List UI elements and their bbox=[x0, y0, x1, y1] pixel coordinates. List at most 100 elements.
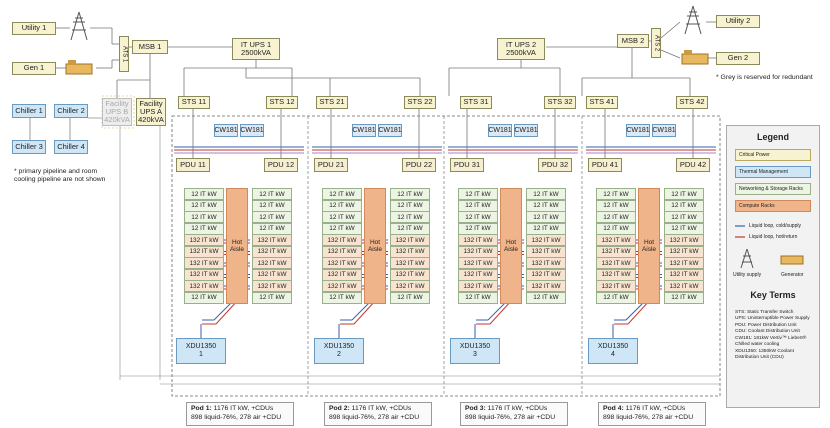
rack-right: 132 IT kW bbox=[526, 234, 566, 246]
legend-generator-label: Generator bbox=[781, 272, 804, 278]
pdu-box: PDU 22 bbox=[402, 158, 436, 172]
hot-aisle-label-2: Aisle bbox=[641, 246, 657, 253]
cw181-unit: CW181 bbox=[626, 124, 650, 137]
legend-cold-line: Liquid loop, cold/supply bbox=[749, 223, 801, 229]
xdu-number: 1 bbox=[199, 351, 203, 358]
pods-dashed-boundary bbox=[171, 115, 721, 397]
rack-left: 12 IT kW bbox=[322, 199, 362, 212]
rack-right: 132 IT kW bbox=[526, 257, 566, 269]
rack-left: 132 IT kW bbox=[184, 257, 224, 269]
pdu-box: PDU 32 bbox=[538, 158, 572, 172]
legend-utility-icon bbox=[740, 248, 754, 269]
wire bbox=[660, 49, 681, 59]
pod-summary-line2: 898 liquid-76%, 278 air +CDU bbox=[465, 413, 556, 421]
rack-left: 12 IT kW bbox=[596, 222, 636, 235]
pod-summary-label: Pod 3: bbox=[465, 405, 486, 412]
utility-2-box: Utility 2 bbox=[716, 15, 760, 28]
rack-left: 12 IT kW bbox=[184, 211, 224, 223]
chiller-2-box: Chiller 2 bbox=[54, 104, 88, 118]
hot-aisle-label-2: Aisle bbox=[229, 246, 245, 253]
rack-left: 12 IT kW bbox=[184, 222, 224, 235]
rack-left: 132 IT kW bbox=[458, 268, 498, 281]
wire bbox=[627, 299, 651, 325]
rack-right: 12 IT kW bbox=[664, 222, 704, 235]
rack-right: 132 IT kW bbox=[664, 245, 704, 258]
rack-right: 12 IT kW bbox=[526, 211, 566, 223]
legend-utility-supply: Utility supply bbox=[733, 272, 762, 278]
rack-right: 132 IT kW bbox=[252, 257, 292, 269]
rack-right: 12 IT kW bbox=[664, 291, 704, 304]
grey-reserved-note: * Grey is reserved for redundant bbox=[716, 74, 813, 81]
rack-right: 12 IT kW bbox=[664, 211, 704, 223]
pdu-box: PDU 42 bbox=[676, 158, 710, 172]
rack-left: 132 IT kW bbox=[596, 234, 636, 246]
rack-right: 12 IT kW bbox=[664, 199, 704, 212]
rack-left: 12 IT kW bbox=[458, 188, 498, 200]
rack-left: 12 IT kW bbox=[184, 188, 224, 200]
rack-right: 12 IT kW bbox=[526, 222, 566, 235]
legend-critical-power: Critical Power bbox=[735, 149, 811, 161]
sts-sts12-box: STS 12 bbox=[266, 96, 298, 109]
sts-sts21-box: STS 21 bbox=[316, 96, 348, 109]
rack-left: 132 IT kW bbox=[596, 280, 636, 292]
rack-right: 132 IT kW bbox=[390, 245, 430, 258]
legend-hot-line: Liquid loop, hot/return bbox=[749, 234, 798, 240]
pod-summary-line1: 1176 IT kW, +CDUs bbox=[213, 405, 274, 412]
rack-left: 132 IT kW bbox=[184, 234, 224, 246]
xdu-label: XDU1350 bbox=[459, 342, 491, 350]
rack-left: 132 IT kW bbox=[184, 268, 224, 281]
rack-left: 12 IT kW bbox=[458, 291, 498, 304]
pod-summary-line1: 1176 IT kW, +CDUs bbox=[487, 405, 548, 412]
rack-left: 132 IT kW bbox=[458, 257, 498, 269]
rack-right: 12 IT kW bbox=[390, 291, 430, 304]
rack-right: 132 IT kW bbox=[664, 234, 704, 246]
rack-right: 12 IT kW bbox=[252, 291, 292, 304]
rack-right: 132 IT kW bbox=[252, 234, 292, 246]
rack-left: 12 IT kW bbox=[322, 188, 362, 200]
wire bbox=[489, 299, 513, 325]
ats-2-box: ATS 2 bbox=[651, 28, 661, 58]
rack-right: 12 IT kW bbox=[526, 199, 566, 212]
xdu-number: 3 bbox=[473, 351, 477, 358]
rack-left: 132 IT kW bbox=[322, 234, 362, 246]
pod-summary-line2: 898 liquid-76%, 278 air +CDU bbox=[603, 413, 694, 421]
rack-right: 12 IT kW bbox=[252, 222, 292, 235]
rack-left: 12 IT kW bbox=[322, 211, 362, 223]
generator-icon bbox=[65, 60, 93, 75]
cw181-unit: CW181 bbox=[514, 124, 538, 137]
rack-left: 12 IT kW bbox=[322, 222, 362, 235]
sts-sts32-box: STS 32 bbox=[544, 96, 576, 109]
rack-left: 132 IT kW bbox=[458, 234, 498, 246]
msb-1-box: MSB 1 bbox=[132, 40, 168, 54]
hot-aisle-label-1: Hot bbox=[369, 239, 381, 246]
rack-right: 132 IT kW bbox=[390, 280, 430, 292]
rack-left: 132 IT kW bbox=[458, 280, 498, 292]
xdu-label: XDU1350 bbox=[185, 342, 217, 350]
rack-right: 132 IT kW bbox=[252, 245, 292, 258]
rack-right: 132 IT kW bbox=[526, 245, 566, 258]
rack-right: 12 IT kW bbox=[390, 222, 430, 235]
xdu-number: 4 bbox=[611, 351, 615, 358]
pdu-box: PDU 41 bbox=[588, 158, 622, 172]
rack-right: 132 IT kW bbox=[252, 268, 292, 281]
utility-1-box: Utility 1 bbox=[12, 22, 56, 35]
wire bbox=[660, 21, 681, 39]
pod-summary-line1: 1176 IT kW, +CDUs bbox=[351, 405, 412, 412]
rack-left: 12 IT kW bbox=[596, 188, 636, 200]
rack-right: 12 IT kW bbox=[664, 188, 704, 200]
key-terms-title: Key Terms bbox=[750, 290, 796, 300]
rack-right: 12 IT kW bbox=[390, 188, 430, 200]
sts-sts41-box: STS 41 bbox=[586, 96, 618, 109]
pod-summary-line2: 898 liquid-76%, 278 air +CDU bbox=[329, 413, 420, 421]
cw181-unit: CW181 bbox=[378, 124, 402, 137]
chiller-4-box: Chiller 4 bbox=[54, 140, 88, 154]
rack-left: 132 IT kW bbox=[596, 257, 636, 269]
xdu-number: 2 bbox=[337, 351, 341, 358]
rack-left: 132 IT kW bbox=[322, 245, 362, 258]
